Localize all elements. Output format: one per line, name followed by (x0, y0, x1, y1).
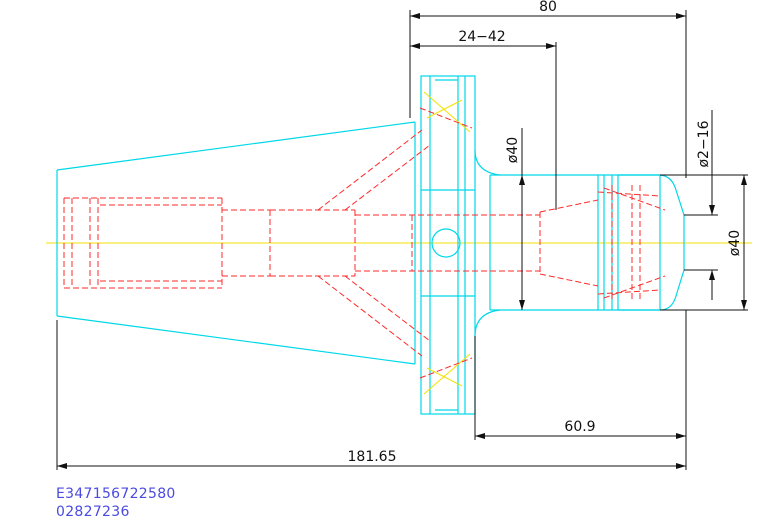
dimension-lines (56, 10, 748, 470)
thread-lines (423, 91, 471, 395)
drawing-number: 02827236 (56, 504, 130, 520)
dim-body-dia-label: ø40 (505, 137, 521, 163)
holder-outline (56, 75, 685, 415)
part-code: E347156722580 (56, 486, 176, 502)
dim-181-65-label: 181.65 (348, 449, 397, 465)
hidden-lines (63, 107, 666, 379)
dim-nose-dia-label: ø40 (727, 230, 743, 256)
dim-24-42-label: 24−42 (458, 29, 505, 45)
dimension-texts: 80 24−42 60.9 181.65 ø40 ø2−16 ø40 (348, 0, 744, 465)
dim-60-9-label: 60.9 (564, 419, 595, 435)
dim-80-label: 80 (539, 0, 557, 15)
dim-collet-range-label: ø2−16 (696, 120, 712, 167)
